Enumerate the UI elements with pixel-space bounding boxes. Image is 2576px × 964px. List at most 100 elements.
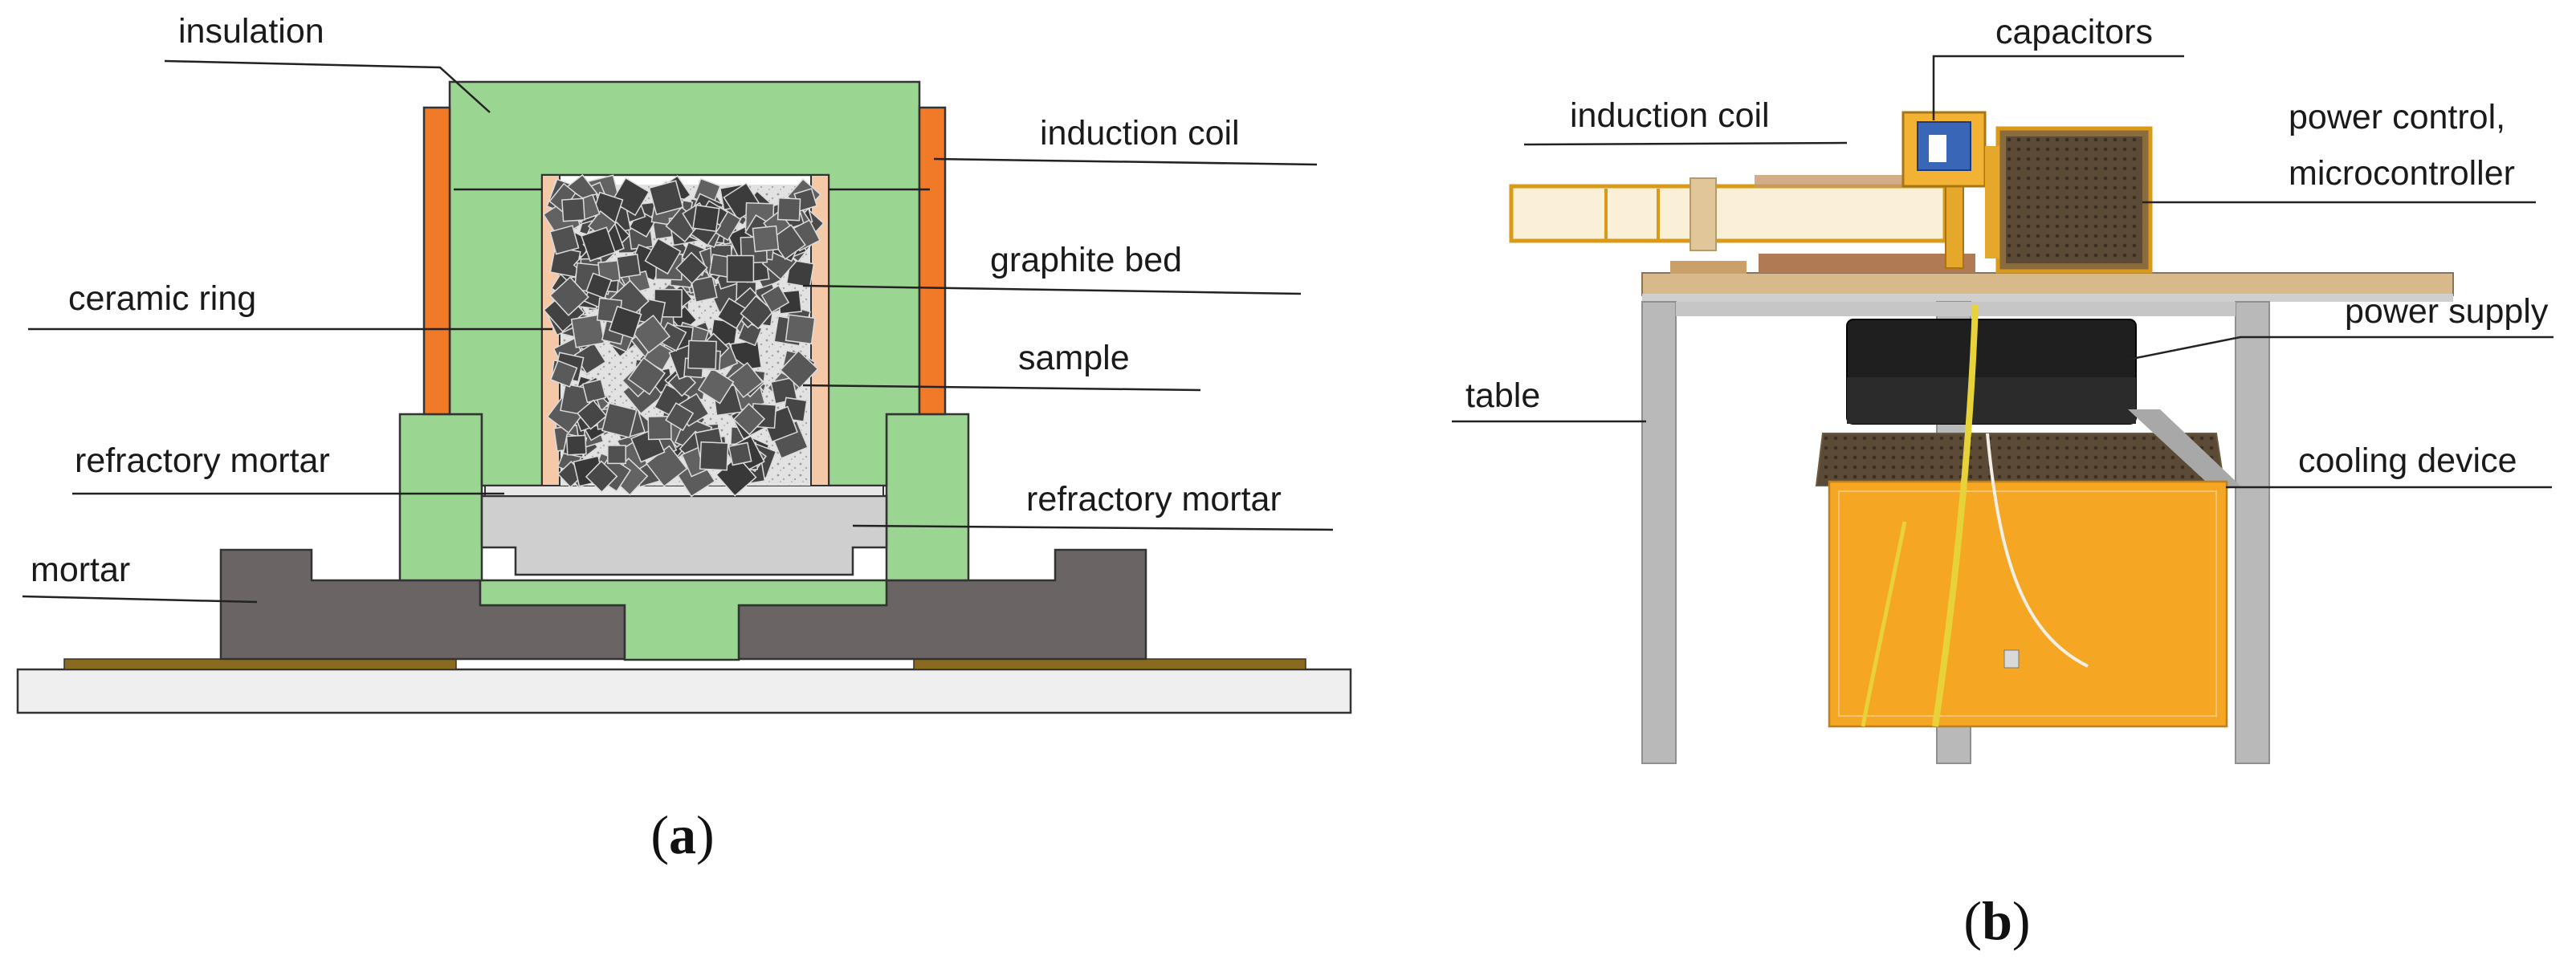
panel-a-caption: (a) xyxy=(650,804,714,865)
label-induction-coil-b: induction coil xyxy=(1570,96,1770,135)
leader-insulation xyxy=(164,59,491,113)
graphite-particle xyxy=(716,297,749,330)
table-rail xyxy=(1676,302,2236,316)
cable-yellow-1 xyxy=(1932,304,1979,727)
graphite-particle xyxy=(644,238,682,275)
panel-b-leaders xyxy=(1452,55,2554,489)
graphite-particle xyxy=(631,314,670,354)
cable-connector xyxy=(2003,649,2020,669)
graphite-bed-particles xyxy=(542,173,825,498)
graphite-particle xyxy=(727,361,764,399)
graphite-particle xyxy=(760,284,790,314)
insulation-block-right xyxy=(885,413,970,582)
panel-b-illustration xyxy=(1509,111,2454,764)
graphite-particle xyxy=(585,460,618,493)
graphite-particle xyxy=(648,180,684,216)
leader-refractory-mortar-right xyxy=(852,524,1334,531)
label-power-supply: power supply xyxy=(2345,292,2549,331)
leader-induction-coil-a xyxy=(933,157,1318,166)
graphite-particle xyxy=(776,197,801,222)
insulation-base xyxy=(479,579,888,661)
induction-coil-left xyxy=(422,106,451,416)
label-capacitors: capacitors xyxy=(1995,13,2153,51)
panel-a-labels: insulation induction coil graphite bed c… xyxy=(31,12,1282,589)
graphite-particle xyxy=(549,360,578,388)
leader-power-supply xyxy=(2127,336,2554,361)
graphite-particle xyxy=(726,254,755,283)
label-refractory-mortar-right: refractory mortar xyxy=(1026,480,1282,519)
panel-b-caption: (b) xyxy=(1963,890,2030,951)
leader-sample xyxy=(802,384,1201,392)
capacitor-panel-inner xyxy=(1929,135,1946,162)
graphite-particle xyxy=(675,251,708,285)
label-cooling-device: cooling device xyxy=(2298,441,2517,480)
power-supply-front xyxy=(1847,377,2136,424)
panel-b-letter: b xyxy=(1982,890,2012,951)
label-power-control-line2: microcontroller xyxy=(2289,154,2515,193)
leader-capacitors xyxy=(1932,55,2184,120)
graphite-particle xyxy=(691,275,718,303)
table-top-board xyxy=(1759,254,1975,273)
table-top xyxy=(1641,272,2454,296)
induction-coil-right xyxy=(918,106,947,416)
graphite-particle xyxy=(601,402,638,439)
graphite-particle xyxy=(549,225,580,255)
refractory-mortar-slab xyxy=(480,494,888,576)
panel-b-labels: induction coil capacitors power control,… xyxy=(1465,13,2549,480)
label-induction-coil-a: induction coil xyxy=(1040,114,1240,153)
label-power-control-line1: power control, xyxy=(2289,98,2505,136)
induction-coil-frame xyxy=(1509,184,1947,243)
power-control-side xyxy=(1985,146,1999,258)
table-top-rail xyxy=(1670,261,1747,274)
graphite-particle xyxy=(607,445,626,465)
graphite-particle xyxy=(581,226,616,262)
graphite-particle xyxy=(740,295,775,330)
label-ceramic-ring: ceramic ring xyxy=(68,279,256,318)
leader-induction-coil-b xyxy=(1523,141,1848,146)
base-strip-left xyxy=(63,658,457,670)
base-plate xyxy=(16,668,1352,714)
graphite-particle xyxy=(697,367,735,405)
graphite-particle xyxy=(785,314,816,345)
graphite-particle xyxy=(647,415,672,441)
graphite-particle xyxy=(732,403,766,436)
panel-a-diagram xyxy=(16,80,1352,714)
insulation-block-left xyxy=(398,413,483,582)
leader-graphite-bed xyxy=(802,284,1302,295)
graphite-particle xyxy=(565,434,587,456)
refractory-mortar-layer xyxy=(484,485,884,497)
graphite-particle xyxy=(779,350,819,389)
graphite-particle xyxy=(577,399,608,430)
label-mortar: mortar xyxy=(31,551,130,589)
graphite-particle xyxy=(627,356,666,396)
graphite-particle xyxy=(699,441,729,471)
graphite-particle xyxy=(570,314,605,348)
induction-coil-block xyxy=(1689,177,1717,251)
cooling-device-highlight xyxy=(1838,490,2217,717)
graphite-particle xyxy=(616,253,642,279)
graphite-particle xyxy=(692,204,720,233)
cable-white xyxy=(1986,433,2089,668)
graphite-particle xyxy=(665,402,695,432)
label-insulation: insulation xyxy=(178,12,324,51)
panel-a-letter: a xyxy=(669,804,696,865)
table-leg-left xyxy=(1641,301,1677,764)
power-supply-rail xyxy=(2128,409,2240,491)
graphite-particle xyxy=(785,258,815,288)
cable-yellow-2 xyxy=(1861,521,1907,727)
table-top-edge xyxy=(1642,294,2453,302)
graphite-particle xyxy=(687,340,717,370)
graphite-particle xyxy=(752,225,780,253)
induction-coil-copper xyxy=(1755,175,1943,188)
graphite-particle xyxy=(728,441,752,466)
graphite-particle xyxy=(585,272,613,299)
label-graphite-bed: graphite bed xyxy=(990,241,1182,279)
graphite-particle xyxy=(561,197,585,222)
label-table: table xyxy=(1465,376,1540,415)
base-strip-right xyxy=(913,658,1306,670)
graphite-particle xyxy=(581,378,607,404)
label-refractory-mortar-left: refractory mortar xyxy=(75,441,330,480)
label-sample: sample xyxy=(1018,339,1130,377)
panel-a-leaders xyxy=(22,59,1334,604)
